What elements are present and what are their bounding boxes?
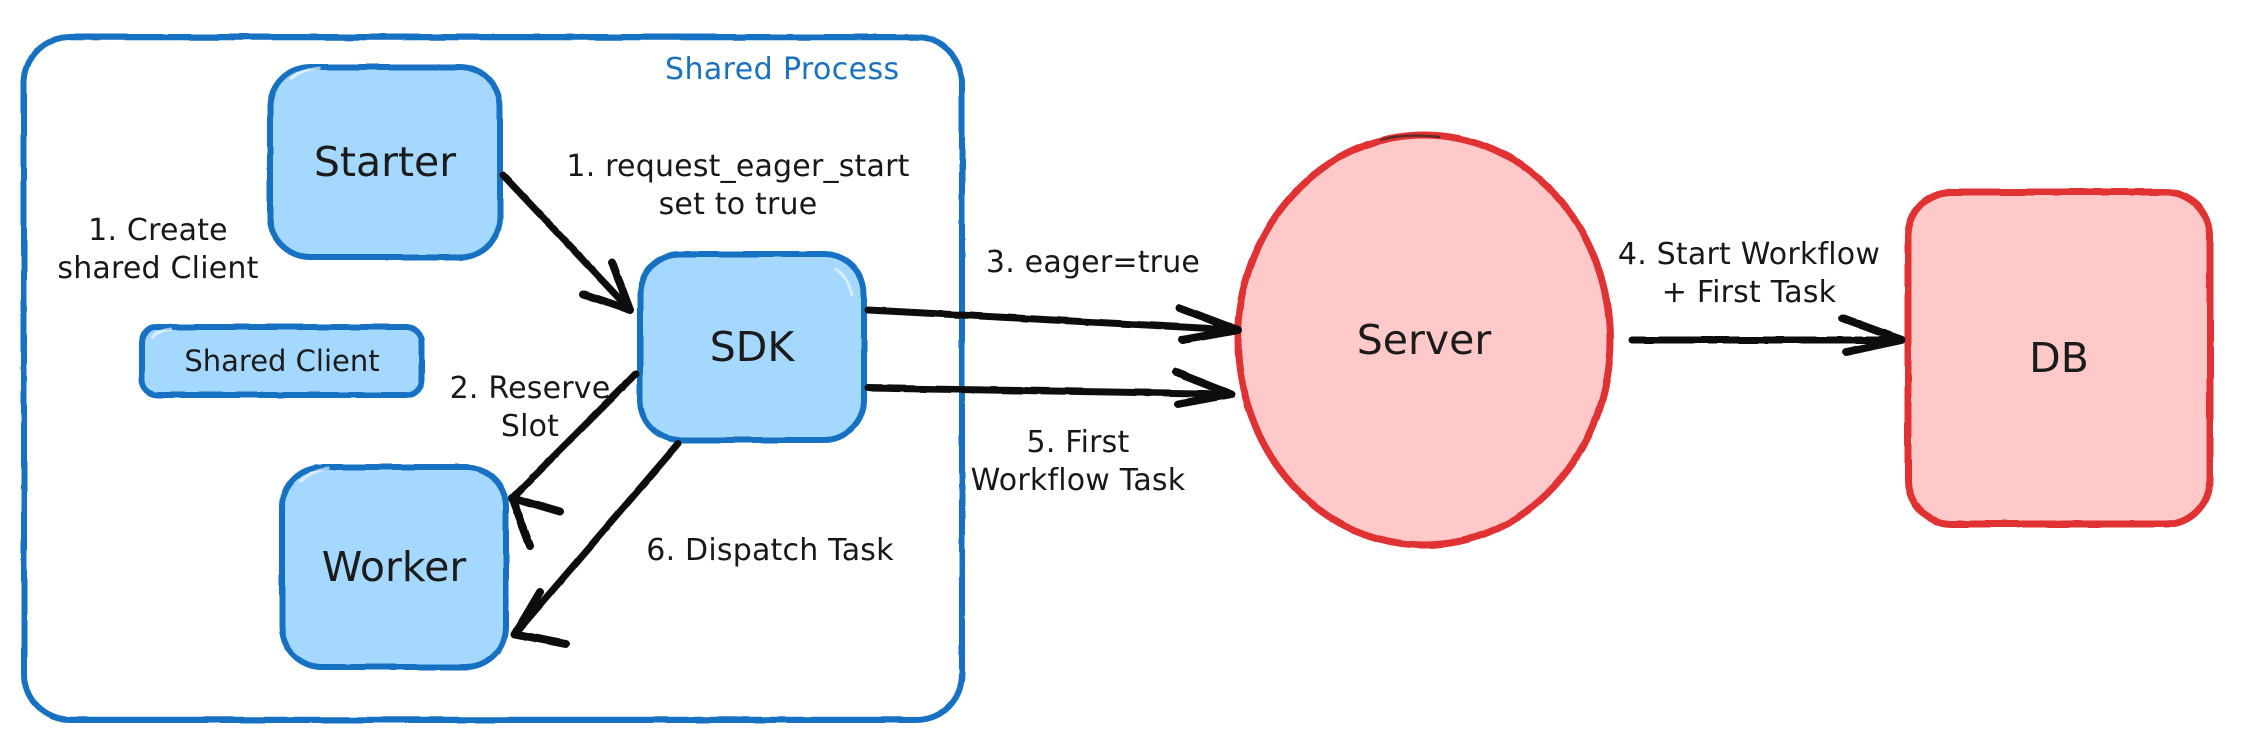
edge-label-request-eager-start: 1. request_eager_start set to true bbox=[566, 149, 910, 222]
node-server-shape[interactable] bbox=[1234, 131, 1614, 549]
group-title-shared-process: Shared Process bbox=[665, 52, 900, 87]
node-shared-client-shape[interactable] bbox=[139, 324, 425, 398]
edge-first-workflow-task bbox=[864, 368, 1236, 408]
edge-label-create-shared-client: 1. Create shared Client bbox=[57, 213, 259, 286]
edge-dispatch-task bbox=[511, 440, 682, 648]
shared-process-container bbox=[21, 34, 965, 723]
edge-label-first-workflow-task: 5. First Workflow Task bbox=[970, 425, 1186, 498]
edge-request-eager-start bbox=[499, 171, 634, 314]
edge-label-start-workflow-db: 4. Start Workflow + First Task bbox=[1617, 237, 1881, 310]
edge-eager-true bbox=[864, 304, 1242, 344]
node-sdk-shape[interactable] bbox=[637, 251, 867, 443]
node-starter-shape[interactable] bbox=[267, 64, 503, 260]
edge-label-reserve-slot: 2. Reserve Slot bbox=[449, 371, 611, 444]
edge-label-eager-true: 3. eager=true bbox=[985, 245, 1201, 280]
edge-label-dispatch-task: 6. Dispatch Task bbox=[646, 533, 894, 568]
node-db-shape[interactable] bbox=[1904, 188, 2214, 528]
node-worker-shape[interactable] bbox=[279, 464, 509, 670]
edge-reserve-slot bbox=[508, 370, 640, 550]
edge-start-workflow-db bbox=[1628, 314, 1906, 356]
